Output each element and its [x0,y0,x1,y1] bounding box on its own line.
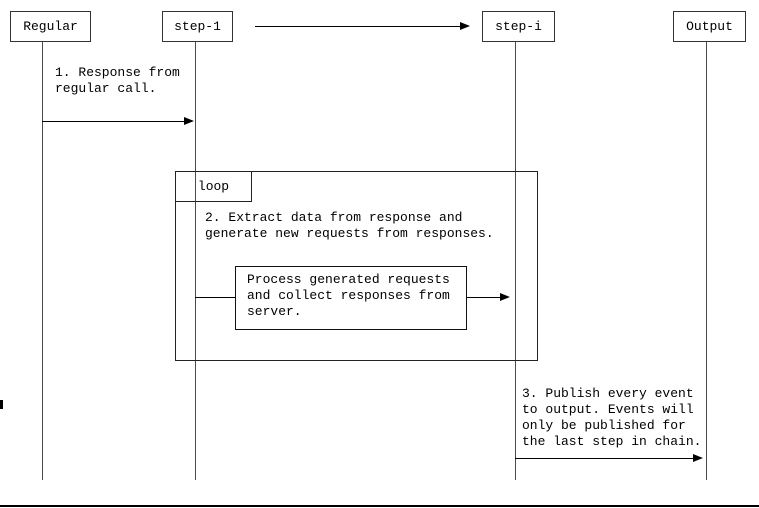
lifeline-regular [42,42,43,480]
participant-label-regular: Regular [23,18,78,34]
process-arrow [467,293,510,301]
process-connector-line [195,297,235,298]
participant-box-step-1: step-1 [162,11,233,42]
bottom-border-line [0,505,759,507]
message-1-arrow [42,117,194,125]
lifeline-step-i [515,42,516,480]
participant-label-output: Output [686,18,733,34]
header-chain-arrow [255,22,470,30]
loop-frame [175,171,538,361]
lifeline-step-1 [195,42,196,480]
message-3-arrow [515,454,703,462]
participant-box-regular: Regular [10,11,91,42]
participant-box-output: Output [673,11,746,42]
loop-label: loop [197,178,230,194]
left-edge-artifact [0,400,3,409]
message-2-text: 2. Extract data from response and genera… [205,210,494,241]
participant-label-step-i: step-i [495,18,542,34]
process-box: Process generated requests and collect r… [235,266,467,330]
message-3-text: 3. Publish every event to output. Events… [522,386,702,449]
participant-box-step-i: step-i [482,11,555,42]
message-1-text: 1. Response from regular call. [55,65,180,96]
lifeline-output [706,42,707,480]
loop-label-box: loop [175,171,252,202]
participant-label-step-1: step-1 [174,18,221,34]
